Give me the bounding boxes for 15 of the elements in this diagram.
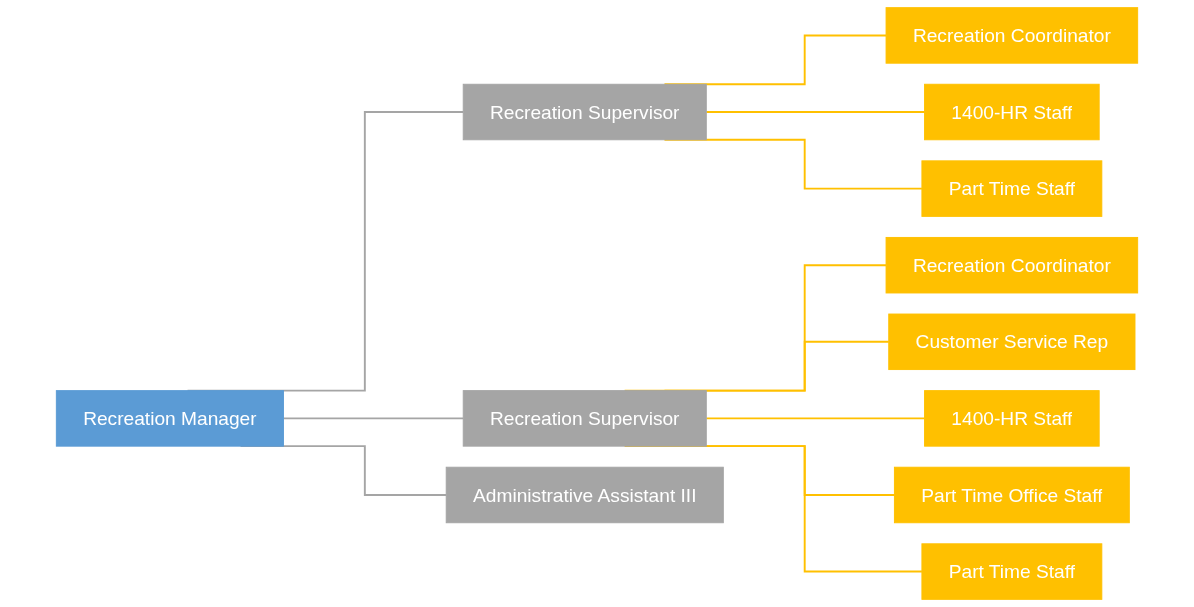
node-box: 1400-HR Staff xyxy=(924,390,1100,447)
node-box: Recreation Coordinator xyxy=(885,7,1139,64)
node-box: Recreation Supervisor xyxy=(462,390,707,447)
node-box: Recreation Coordinator xyxy=(885,236,1139,294)
node-box: Recreation Manager xyxy=(55,390,284,447)
connector xyxy=(705,111,926,113)
node-box: Part Time Office Staff xyxy=(893,466,1130,524)
connector xyxy=(282,417,465,420)
node-box: 1400-HR Staff xyxy=(924,83,1100,141)
node-box: Part Time Staff xyxy=(921,160,1103,217)
node-box: Customer Service Rep xyxy=(888,313,1136,371)
node-box: Recreation Supervisor xyxy=(462,83,707,141)
node-box: Administrative Assistant III xyxy=(445,466,724,524)
connector xyxy=(705,417,926,420)
node-box: Part Time Staff xyxy=(921,543,1103,600)
